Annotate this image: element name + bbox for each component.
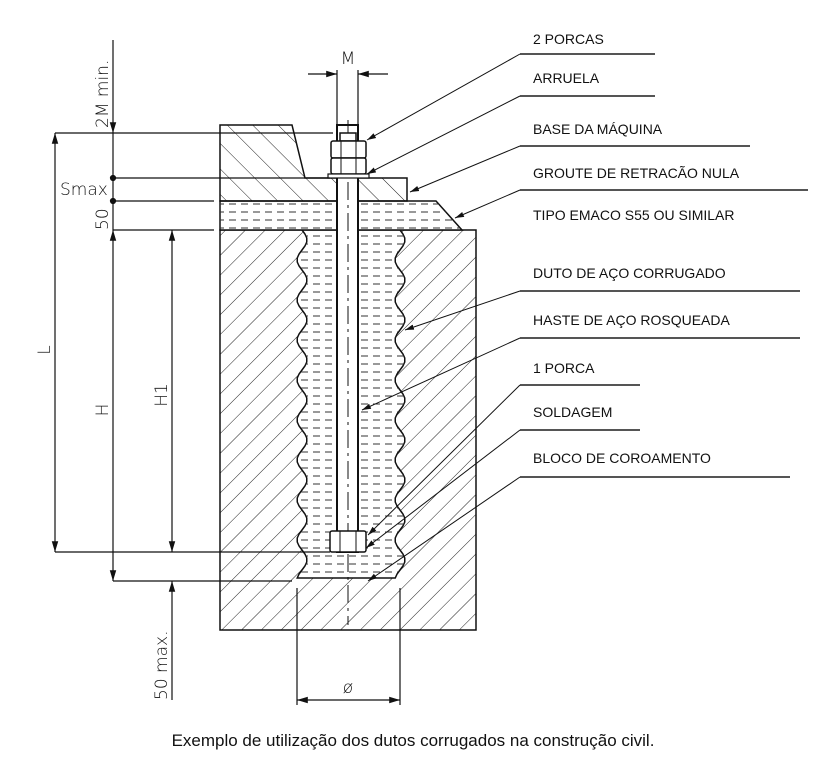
- dim-2m-min: 2M min.: [93, 60, 113, 128]
- label-crown-block: BLOCO DE COROAMENTO: [533, 450, 711, 466]
- dim-l: L: [35, 345, 55, 354]
- callouts: 2 PORCAS ARRUELA BASE DA MÁQUINA GROUTE DE …: [361, 31, 808, 582]
- leader-washer: [366, 95, 521, 175]
- leader-threaded-rod: [361, 337, 521, 411]
- label-two-nuts: 2 PORCAS: [533, 31, 604, 47]
- label-machine-base: BASE DA MÁQUINA: [533, 121, 663, 137]
- label-threaded-rod: HASTE DE AÇO ROSQUEADA: [533, 312, 730, 328]
- dim-m: M: [341, 49, 356, 69]
- label-corrugated-duct: DUTO DE AÇO CORRUGADO: [533, 265, 726, 281]
- leader-one-nut: [367, 384, 521, 536]
- machine-base: [219, 124, 408, 202]
- dim-smax: Smax: [60, 180, 108, 200]
- label-washer: ARRUELA: [533, 70, 600, 86]
- dimension-lines: [51, 40, 401, 705]
- dim-diameter: ø: [343, 678, 353, 698]
- leader-corrugated-duct: [404, 290, 521, 331]
- label-grout-type: TIPO EMACO S55 OU SIMILAR: [533, 207, 735, 223]
- label-one-nut: 1 PORCA: [533, 360, 595, 376]
- dim-50-max: 50 max.: [152, 631, 172, 700]
- leader-two-nuts: [366, 53, 521, 141]
- dim-50: 50: [93, 208, 113, 230]
- leader-crown-block: [367, 476, 521, 582]
- label-welding: SOLDAGEM: [533, 404, 612, 420]
- top-nuts: [327, 132, 370, 179]
- dim-h: H: [93, 404, 113, 417]
- bottom-nut: [329, 530, 367, 553]
- dim-h1: H1: [152, 383, 172, 407]
- washer: [327, 173, 370, 179]
- label-grout: GROUTE DE RETRACÃO NULA: [533, 165, 740, 181]
- figure-caption: Exemplo de utilização dos dutos corrugad…: [171, 731, 655, 750]
- leader-machine-base: [409, 145, 521, 193]
- leader-welding: [365, 429, 521, 549]
- leader-grout: [454, 189, 521, 219]
